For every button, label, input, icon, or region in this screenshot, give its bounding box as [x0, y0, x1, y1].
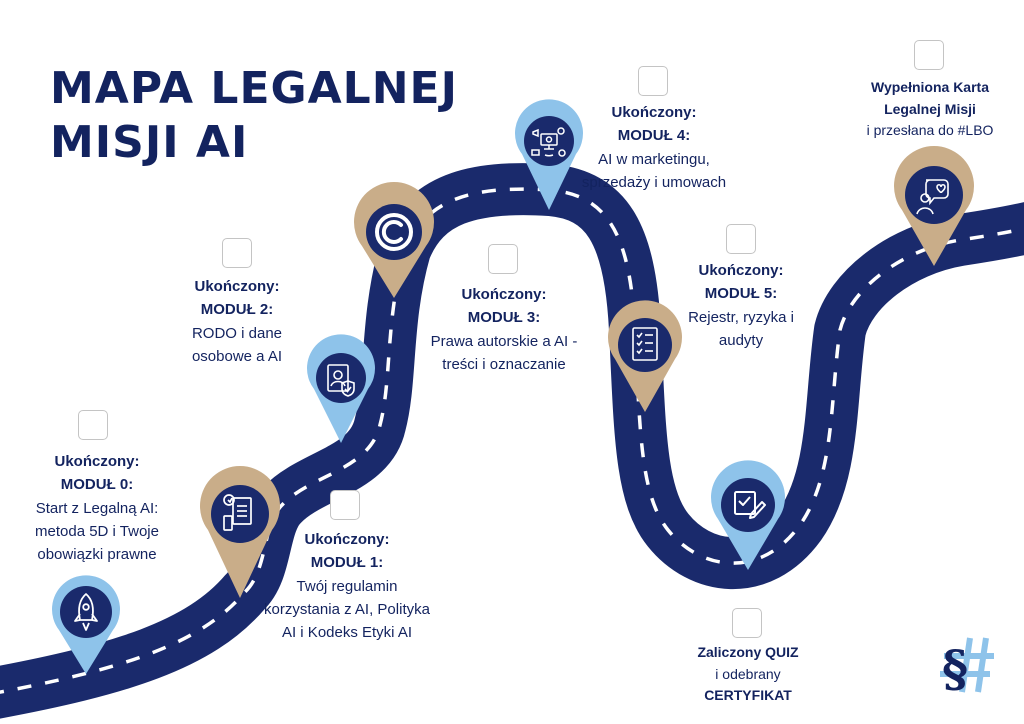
- pin-final-card: [894, 146, 974, 266]
- checkbox-final-card[interactable]: [914, 40, 944, 70]
- step-description: Start z Legalną AI: metoda 5D i Twoje ob…: [35, 499, 159, 564]
- step-description: i odebrany: [715, 665, 781, 682]
- step-module-4: Ukończony: MODUŁ 4: AI w marketingu, spr…: [580, 101, 728, 194]
- step-module: MODUŁ 1:: [310, 554, 384, 572]
- step-module: MODUŁ 2:: [200, 301, 274, 319]
- step-module-0: Ukończony: MODUŁ 0: Start z Legalną AI: …: [18, 450, 176, 566]
- step-module-2: Ukończony: MODUŁ 2: RODO i dane osobowe …: [172, 275, 302, 368]
- title-line-2: MISJI AI: [50, 116, 249, 168]
- pin-module-3: [354, 182, 434, 298]
- section-hash-logo-icon: §: [940, 637, 994, 694]
- step-description: AI w marketingu, sprzedaży i umowach: [581, 150, 727, 191]
- step-final-card: Wypełniona Karta Legalnej Misji i przesł…: [850, 77, 1010, 142]
- step-module-5: Ukończony: MODUŁ 5: Rejestr, ryzyka i au…: [680, 259, 802, 352]
- step-status: Ukończony:: [461, 286, 547, 303]
- step-description-bold: CERTYFIKAT: [704, 687, 792, 704]
- checkbox-module-3[interactable]: [488, 244, 518, 274]
- step-title: Zaliczony QUIZ: [697, 644, 799, 660]
- checkbox-module-5[interactable]: [726, 224, 756, 254]
- document-gear-icon: [223, 494, 252, 531]
- pin-module-4: [515, 99, 583, 210]
- step-module: MODUŁ 4:: [617, 127, 691, 145]
- pin-module-0: [52, 575, 121, 674]
- quiz-check-icon: [734, 491, 766, 519]
- step-status: Ukończony:: [698, 262, 784, 279]
- checkbox-quiz[interactable]: [732, 608, 762, 638]
- step-module: MODUŁ 0:: [60, 476, 134, 494]
- step-status: Ukończony:: [304, 531, 390, 548]
- step-description: Rejestr, ryzyka i audyty: [688, 308, 794, 349]
- step-title: Wypełniona Karta Legalnej Misji: [871, 79, 989, 117]
- marketing-icon: [531, 127, 566, 157]
- checkbox-module-0[interactable]: [78, 410, 108, 440]
- page-title: MAPA LEGALNEJ MISJI AI: [50, 62, 458, 169]
- step-status: Ukończony:: [611, 104, 697, 121]
- person-heart-icon: [916, 179, 949, 215]
- step-status: Ukończony:: [54, 453, 140, 470]
- svg-text:§: §: [942, 639, 968, 694]
- step-module: MODUŁ 5:: [704, 285, 778, 303]
- title-line-1: MAPA LEGALNEJ: [50, 63, 458, 114]
- checkbox-module-2[interactable]: [222, 238, 252, 268]
- step-quiz: Zaliczony QUIZ i odebrany CERTYFIKAT: [678, 642, 818, 707]
- step-description: Prawa autorskie a AI - treści i oznaczan…: [430, 332, 578, 373]
- rocket-icon: [74, 593, 98, 631]
- pin-module-2: [307, 334, 375, 443]
- step-description: RODO i dane osobowe a AI: [191, 324, 283, 365]
- checkbox-module-4[interactable]: [638, 66, 668, 96]
- step-description: Twój regulamin korzystania z AI, Polityk…: [264, 577, 430, 642]
- pin-quiz: [711, 460, 785, 570]
- step-description: i przesłana do #LBO: [866, 122, 994, 139]
- pin-module-1: [200, 466, 280, 598]
- step-module-1: Ukończony: MODUŁ 1: Twój regulamin korzy…: [262, 528, 432, 644]
- checkbox-module-1[interactable]: [330, 490, 360, 520]
- step-status: Ukończony:: [194, 278, 280, 295]
- copyright-icon: [375, 213, 413, 251]
- step-module: MODUŁ 3:: [467, 309, 541, 327]
- id-card-shield-icon: [327, 364, 355, 397]
- pin-module-5: [608, 300, 682, 412]
- step-module-3: Ukończony: MODUŁ 3: Prawa autorskie a AI…: [430, 283, 578, 376]
- checklist-icon: [632, 327, 658, 361]
